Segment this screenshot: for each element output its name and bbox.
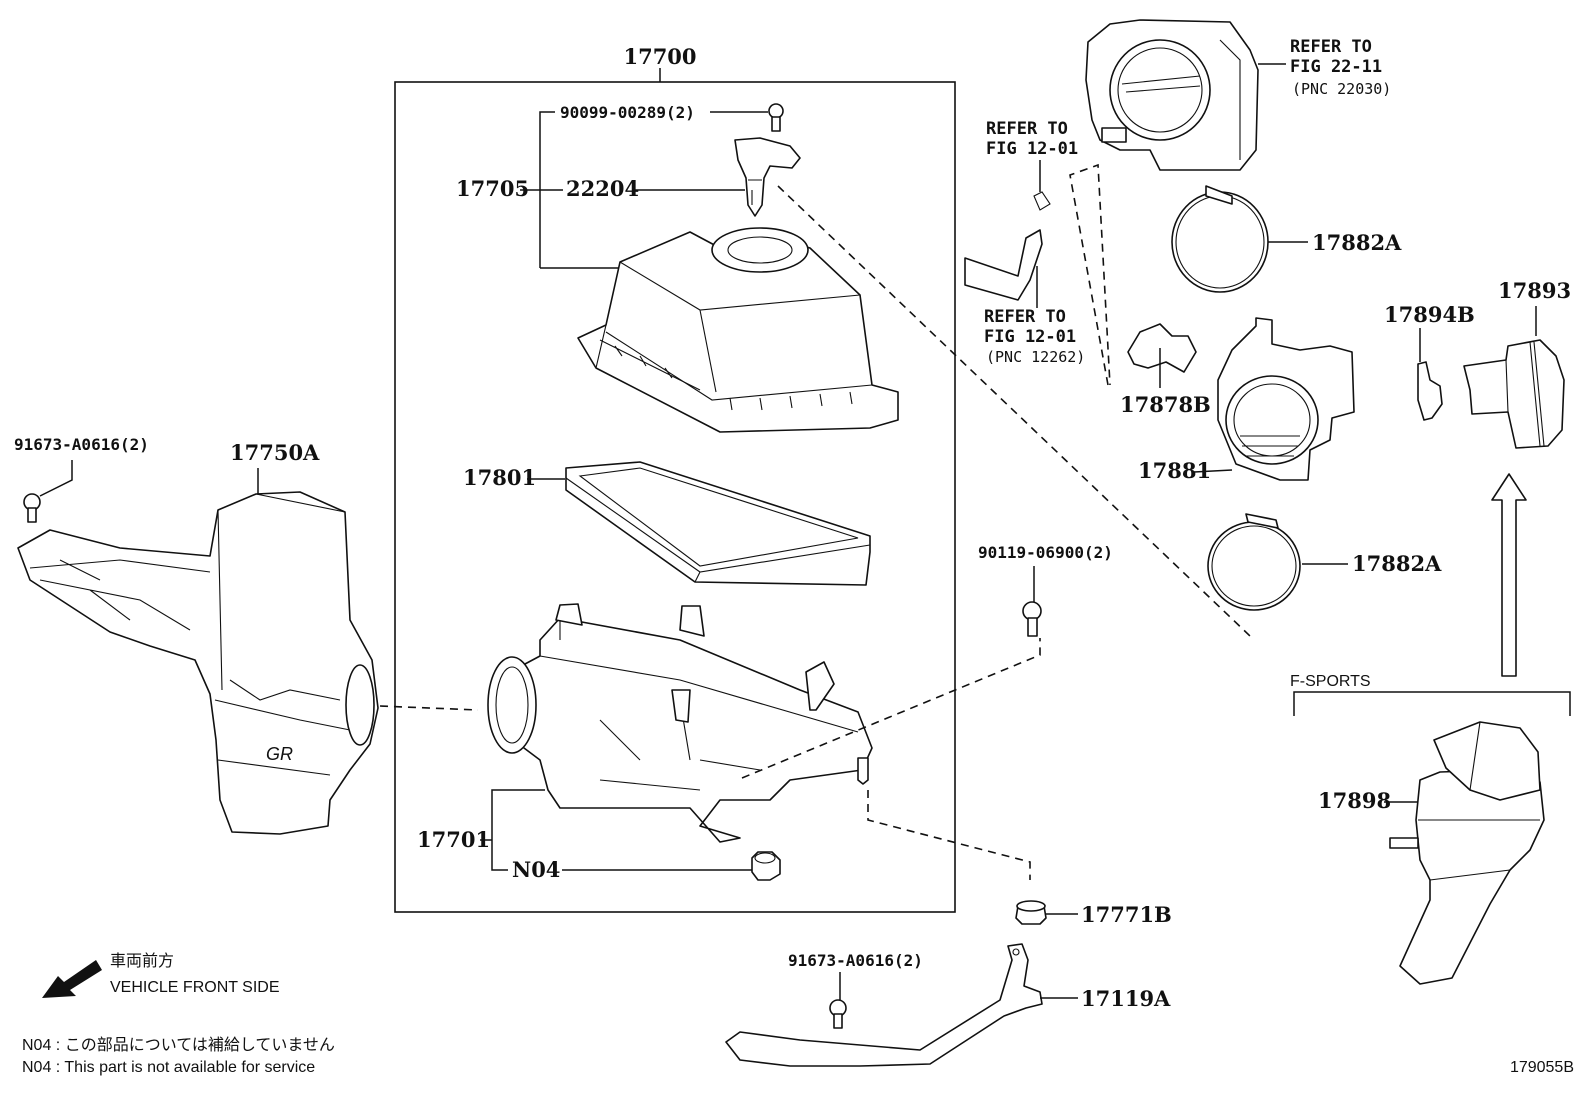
- label-17882a-upper[interactable]: 17882A: [1312, 230, 1402, 255]
- label-90119-06900[interactable]: 90119-06900(2): [978, 543, 1113, 562]
- assembly-17700-group: 17700: [394, 44, 956, 913]
- label-17893[interactable]: 17893: [1498, 278, 1571, 303]
- airflow-meter: 17705 22204: [456, 137, 801, 217]
- bolt-90119: 90119-06900(2): [978, 543, 1113, 637]
- assembly-frame: [394, 81, 956, 913]
- n04-cap-icon: [751, 851, 781, 881]
- filter-element: 17801: [463, 461, 871, 586]
- label-91673-left[interactable]: 91673-A0616(2): [14, 435, 149, 454]
- label-17750a[interactable]: 17750A: [230, 440, 320, 465]
- inlet-duct-17750a: 91673-A0616(2) 17750A GR: [14, 435, 379, 835]
- variant-label: F-SPORTS: [1290, 673, 1371, 690]
- ref-throttle-line1[interactable]: REFER TO: [1290, 37, 1372, 57]
- bolt-91673-bottom: 91673-A0616(2): [788, 951, 923, 1029]
- ref-throttle-line2[interactable]: FIG 22-11: [1290, 57, 1382, 77]
- label-91673-bottom[interactable]: 91673-A0616(2): [788, 951, 923, 970]
- label-17119a[interactable]: 17119A: [1081, 986, 1171, 1011]
- ref-throttle-line3[interactable]: (PNC 22030): [1292, 80, 1391, 98]
- note-jp: N04 : この部品については補給していません: [22, 1036, 335, 1054]
- label-90099-00289[interactable]: 90099-00289(2): [560, 103, 695, 122]
- label-17700[interactable]: 17700: [623, 44, 696, 69]
- ref-fig1201a-line2[interactable]: FIG 12-01: [986, 139, 1078, 159]
- label-17878b[interactable]: 17878B: [1120, 392, 1211, 417]
- label-n04[interactable]: N04: [512, 857, 560, 882]
- label-17898[interactable]: 17898: [1318, 788, 1391, 813]
- label-17701[interactable]: 17701: [417, 827, 490, 852]
- vehicle-front-indicator: 車両前方 VEHICLE FRONT SIDE: [42, 952, 280, 998]
- silencer-17893: 17893: [1463, 278, 1571, 449]
- grommet-17771b: 17771B: [1015, 900, 1172, 927]
- label-17801[interactable]: 17801: [463, 465, 536, 490]
- air-cleaner-cover: [540, 227, 899, 433]
- air-cleaner-lower-case: 17701 N04: [417, 603, 873, 882]
- figure-id: 179055B: [1510, 1059, 1574, 1076]
- outlet-hose-17881: 17881: [1138, 317, 1355, 483]
- ref-fig1201a-line1[interactable]: REFER TO: [986, 119, 1068, 139]
- fsports-section: F-SPORTS 17898: [1290, 673, 1571, 985]
- label-17882a-lower[interactable]: 17882A: [1352, 551, 1442, 576]
- footnotes: N04 : この部品については補給していません N04 : This part …: [22, 1036, 335, 1076]
- throttle-body: REFER TO FIG 22-11 (PNC 22030): [1085, 19, 1391, 171]
- label-17894b[interactable]: 17894B: [1384, 302, 1475, 327]
- label-22204[interactable]: 22204: [566, 176, 639, 201]
- clamp-lower-17882a: 17882A: [1207, 513, 1442, 611]
- bracket-17119a: 17119A: [725, 943, 1171, 1067]
- label-17771b[interactable]: 17771B: [1081, 902, 1172, 927]
- up-arrow-icon: [1491, 473, 1527, 677]
- direction-en: VEHICLE FRONT SIDE: [110, 979, 280, 996]
- dashed-leaders: [379, 163, 1251, 880]
- ref-fig-12-01-a: REFER TO FIG 12-01: [986, 119, 1078, 211]
- direction-jp: 車両前方: [110, 952, 174, 970]
- gr-emblem: GR: [266, 744, 293, 764]
- clamp-upper-17882a: 17882A: [1171, 185, 1402, 293]
- note-en: N04 : This part is not available for ser…: [22, 1059, 315, 1076]
- label-17881[interactable]: 17881: [1138, 458, 1211, 483]
- hose-17878b: 17878B: [1120, 323, 1211, 417]
- bolt-90099: 90099-00289(2): [539, 103, 784, 268]
- ref-fig1201b-line3[interactable]: (PNC 12262): [986, 348, 1085, 366]
- ref-fig1201b-line2[interactable]: FIG 12-01: [984, 327, 1076, 347]
- ref-fig-12-01-b: REFER TO FIG 12-01 (PNC 12262): [964, 229, 1085, 366]
- front-arrow-icon: [42, 960, 102, 998]
- clip-17894b: 17894B: [1384, 302, 1475, 421]
- label-17705[interactable]: 17705: [456, 176, 529, 201]
- bolt-icon: [768, 103, 784, 132]
- ref-fig1201b-line1[interactable]: REFER TO: [984, 307, 1066, 327]
